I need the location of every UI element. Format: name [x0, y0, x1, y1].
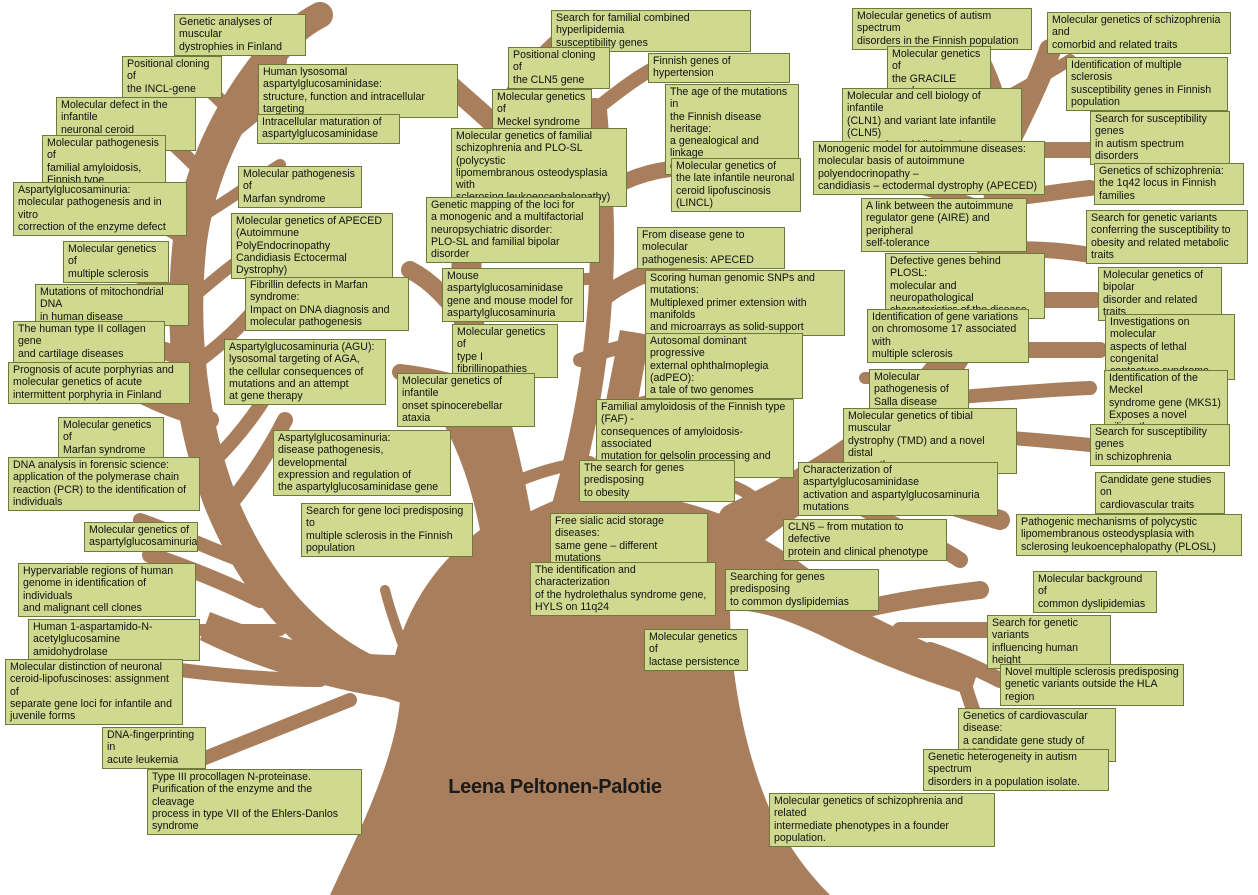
- topic-box: The search for genes predisposing to obe…: [579, 460, 735, 502]
- topic-box: Identification of multiple sclerosis sus…: [1066, 57, 1228, 112]
- topic-box: The human type II collagen gene and cart…: [13, 321, 165, 363]
- topic-box: Characterization of aspartylglucosaminid…: [798, 462, 998, 517]
- trunk-root: [380, 692, 790, 895]
- topic-box: Molecular genetics of aspartylglucosamin…: [84, 522, 198, 552]
- topic-box: Candidate gene studies on cardiovascular…: [1095, 472, 1225, 514]
- topic-box: Novel multiple sclerosis predisposing ge…: [1000, 664, 1184, 706]
- topic-box: Pathogenic mechanisms of polycystic lipo…: [1016, 514, 1242, 556]
- topic-box: Molecular background of common dyslipide…: [1033, 571, 1157, 613]
- topic-box: Free sialic acid storage diseases: same …: [550, 513, 708, 568]
- topic-box: Intracellular maturation of aspartylgluc…: [257, 114, 400, 144]
- topic-box: DNA analysis in forensic science: applic…: [8, 457, 200, 512]
- topic-box: Search for genetic variants influencing …: [987, 615, 1111, 670]
- topic-box: Molecular genetics of multiple sclerosis: [63, 241, 169, 283]
- topic-box: Investigations on molecular aspects of l…: [1105, 314, 1235, 381]
- topic-box: Aspartylglucosaminuria (AGU): lysosomal …: [224, 339, 386, 406]
- topic-box: Molecular genetics of autism spectrum di…: [852, 8, 1032, 50]
- topic-box: Positional cloning of the INCL-gene: [122, 56, 222, 98]
- topic-box: Molecular genetics of bipolar disorder a…: [1098, 267, 1222, 322]
- topic-box: Searching for genes predisposing to comm…: [725, 569, 879, 611]
- topic-box: Defective genes behind PLOSL: molecular …: [885, 253, 1045, 320]
- topic-box: Molecular genetics of lactase persistenc…: [644, 629, 748, 671]
- topic-box: Identification of gene variations on chr…: [867, 309, 1029, 364]
- topic-box: Autosomal dominant progressive external …: [645, 333, 803, 400]
- topic-box: CLN5 – from mutation to defective protei…: [783, 519, 947, 561]
- topic-box: Monogenic model for autoimmune diseases:…: [813, 141, 1045, 196]
- topic-box: Molecular genetics of Meckel syndrome: [492, 89, 592, 131]
- topic-box: Genetics of schizophrenia: the 1q42 locu…: [1094, 163, 1244, 205]
- topic-box: Aspartylglucosaminuria: disease pathogen…: [273, 430, 451, 497]
- topic-box: DNA-fingerprinting in acute leukemia: [102, 727, 206, 769]
- topic-box: Search for familial combined hyperlipide…: [551, 10, 751, 52]
- topic-box: Molecular pathogenesis of Marfan syndrom…: [238, 166, 362, 208]
- topic-box: Genetic analyses of muscular dystrophies…: [174, 14, 306, 56]
- topic-box: Molecular genetics of schizophrenia and …: [769, 793, 995, 848]
- topic-box: Molecular genetics of type I fibrillinop…: [452, 324, 558, 379]
- topic-box: Aspartylglucosaminuria: molecular pathog…: [13, 182, 187, 237]
- topic-box: Molecular genetics of schizophrenia and …: [1047, 12, 1231, 54]
- topic-box: From disease gene to molecular pathogene…: [637, 227, 785, 269]
- topic-box: Prognosis of acute porphyrias and molecu…: [8, 362, 190, 404]
- topic-box: Molecular pathogenesis of Salla disease: [869, 369, 969, 411]
- topic-box: Human 1-aspartamido-N- acetylglucosamine…: [28, 619, 200, 661]
- diagram-title: Leena Peltonen-Palotie: [448, 776, 662, 798]
- topic-box: Genetic mapping of the loci for a monoge…: [426, 197, 600, 264]
- topic-box: Type III procollagen N-proteinase. Purif…: [147, 769, 362, 836]
- topic-box: Molecular genetics of familial schizophr…: [451, 128, 627, 207]
- topic-box: Hypervariable regions of human genome in…: [18, 563, 196, 618]
- topic-box: Mutations of mitochondrial DNA in human …: [35, 284, 189, 326]
- topic-box: Positional cloning of the CLN5 gene: [508, 47, 610, 89]
- topic-box: Search for susceptibility genes in autis…: [1090, 111, 1230, 166]
- topic-box: A link between the autoimmune regulator …: [861, 198, 1027, 253]
- topic-box: Molecular genetics of Marfan syndrome: [58, 417, 164, 459]
- topic-box: Molecular genetics of APECED (Autoimmune…: [231, 213, 393, 280]
- topic-box: Molecular distinction of neuronal ceroid…: [5, 659, 183, 726]
- topic-box: Genetic heterogeneity in autism spectrum…: [923, 749, 1109, 791]
- topic-box: The identification and characterization …: [530, 562, 716, 617]
- topic-box: Molecular genetics of the late infantile…: [671, 158, 801, 213]
- topic-box: Fibrillin defects in Marfan syndrome: Im…: [245, 277, 409, 332]
- topic-box: Scoring human genomic SNPs and mutations…: [645, 270, 845, 337]
- topic-box: Search for genetic variants conferring t…: [1086, 210, 1248, 265]
- topic-box: Search for gene loci predisposing to mul…: [301, 503, 473, 558]
- topic-box: Mouse aspartylglucosaminidase gene and m…: [442, 268, 584, 323]
- topic-box: Search for susceptibility genes in schiz…: [1090, 424, 1230, 466]
- topic-box: Human lysosomal aspartylglucosaminidase:…: [258, 64, 458, 119]
- topic-box: Molecular genetics of infantile onset sp…: [397, 373, 535, 428]
- topic-box: Finnish genes of hypertension: [648, 53, 790, 83]
- topic-box: Molecular pathogenesis of familial amylo…: [42, 135, 166, 190]
